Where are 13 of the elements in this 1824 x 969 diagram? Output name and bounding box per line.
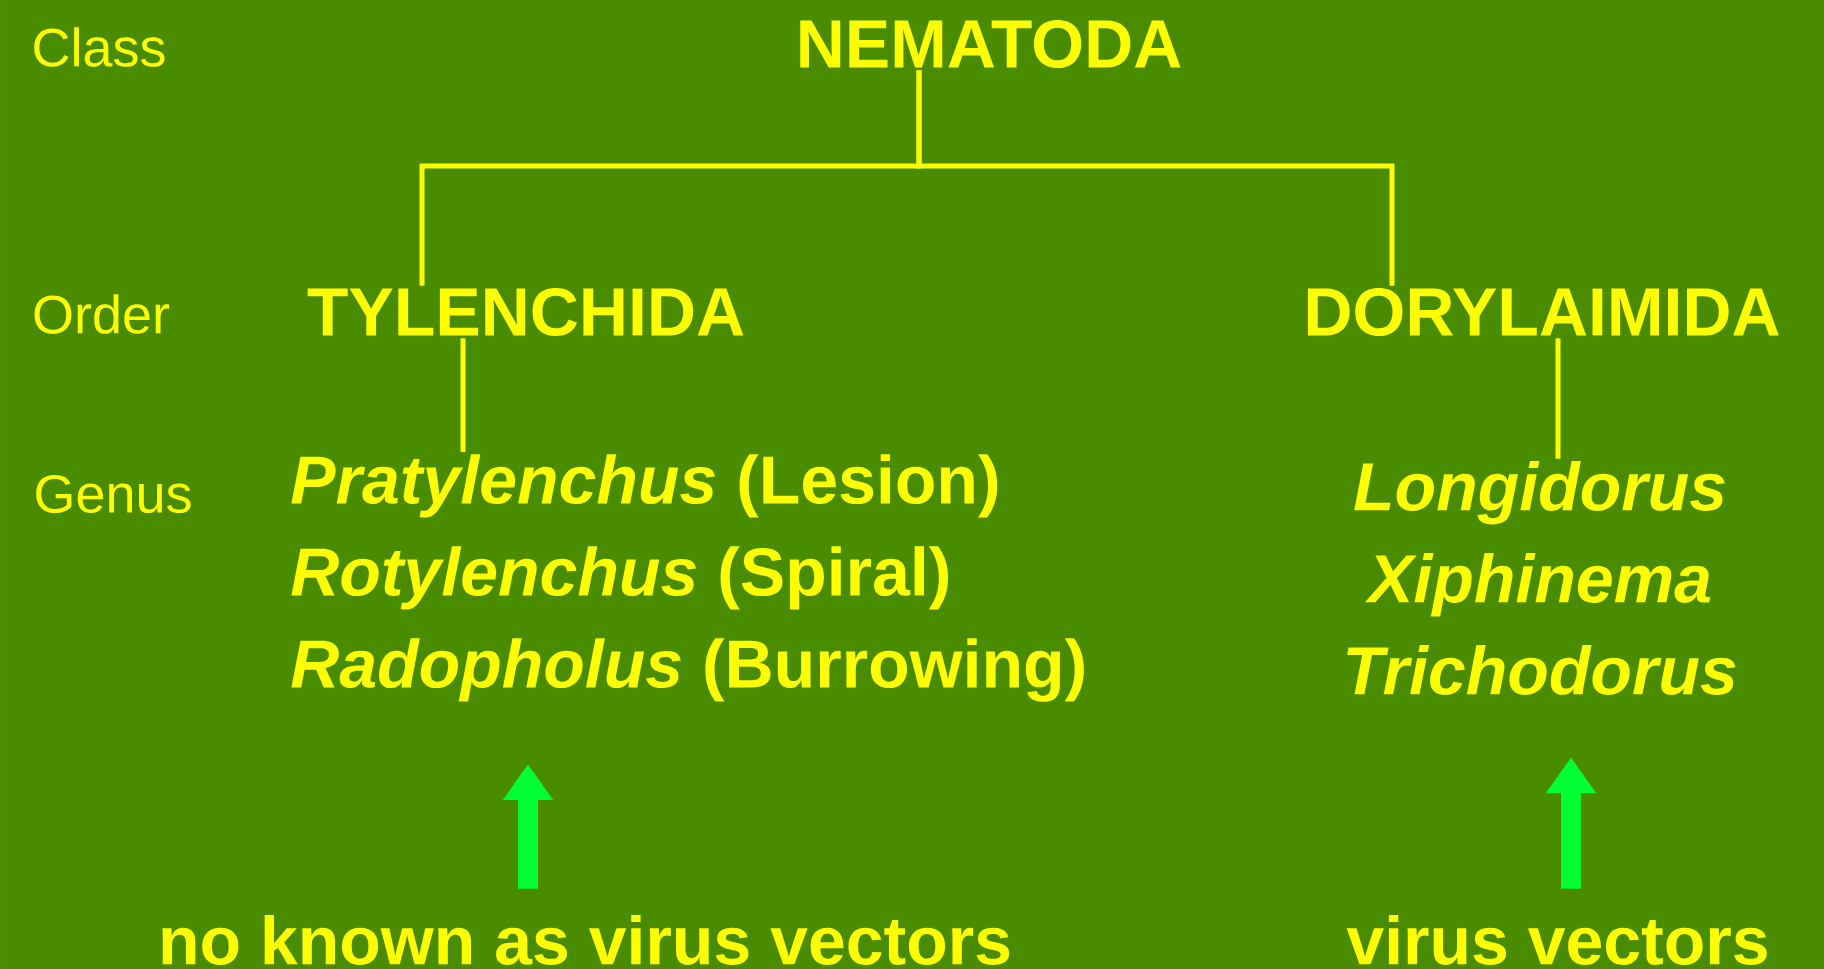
tree-line [460,338,466,452]
class-heading: NEMATODA [800,19,1181,69]
row-label: Order [34,294,170,334]
row-label: Class [34,27,165,67]
row-label: Genus [36,474,191,514]
tree-line [1555,338,1561,459]
genus-list: Longidorus Xiphinema Trichodorus [1347,461,1736,695]
genus-list: Pratylenchus (Lesion) Rotylenchus (Spiral) Radopholus (Burrowing) [291,454,1084,702]
order-heading: DORYLAIMIDA [1307,287,1779,337]
note-text: virus vectors [1346,915,1767,965]
order-heading: TYLENCHIDA [307,287,744,337]
note-text: no known as virus vectors [162,915,1010,965]
tree-line [916,70,1395,286]
